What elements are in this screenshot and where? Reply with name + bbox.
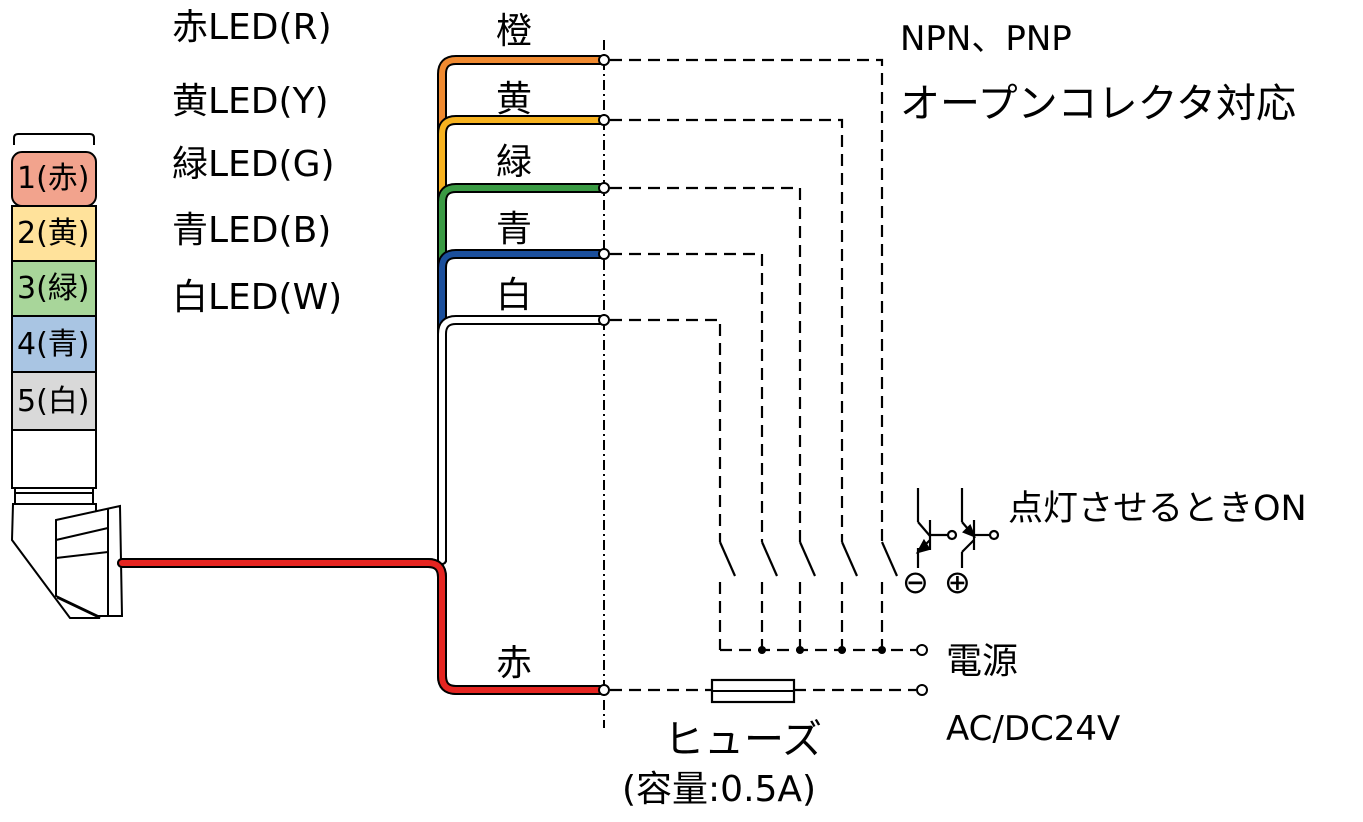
output-type-line1: NPN、PNP [900, 19, 1072, 59]
fuse-label: ヒューズ [664, 717, 822, 763]
polarity-plus: ⊕ [944, 563, 971, 601]
tower-segment-label-3: 3(緑) [17, 271, 90, 306]
tower-collar [14, 487, 94, 505]
tower-segment-label-2: 2(黄) [17, 216, 90, 251]
wire-terminals [598, 54, 610, 696]
power-label: 電源 [946, 641, 1019, 682]
wire-label-green: 緑 [496, 142, 533, 183]
tower-segment-label-5: 5(白) [17, 384, 90, 419]
output-type-line2: オープンコレクタ対応 [900, 81, 1296, 127]
polarity-minus: ⊖ [902, 563, 929, 601]
tower-segment-label-1: 1(赤) [17, 161, 90, 196]
fuse-capacity: (容量:0.5A) [622, 769, 817, 810]
wire-label-white: 白 [496, 275, 533, 316]
external-wiring [610, 58, 916, 692]
led-label-green: 緑LED(G) [172, 144, 335, 185]
led-label-white: 白LED(W) [172, 277, 343, 318]
led-label-blue: 青LED(B) [172, 210, 332, 251]
power-spec: AC/DC24V [946, 709, 1121, 749]
tower-bracket [55, 504, 124, 617]
tower-segment-label-4: 4(青) [17, 327, 90, 362]
tower-segment-3 [11, 260, 97, 317]
open-collector-symbols [915, 488, 1000, 568]
tower-segment-2 [11, 205, 97, 262]
switches [718, 541, 899, 577]
signal-tower [10, 133, 124, 619]
tower-body [11, 429, 97, 489]
tower-segment-4 [11, 315, 97, 373]
wire-label-red: 赤 [496, 643, 533, 684]
led-label-red: 赤LED(R) [172, 7, 332, 48]
wire-label-blue: 青 [496, 209, 533, 250]
tower-cap [13, 133, 95, 145]
cable-bundle [117, 55, 609, 695]
wire-label-orange: 橙 [496, 11, 533, 52]
switch-note: 点灯させるときON [1008, 489, 1307, 529]
bus-junctions [758, 646, 886, 654]
led-label-yellow: 黄LED(Y) [172, 81, 329, 122]
wire-label-yellow: 黄 [496, 79, 533, 120]
power-terminals [916, 644, 928, 696]
